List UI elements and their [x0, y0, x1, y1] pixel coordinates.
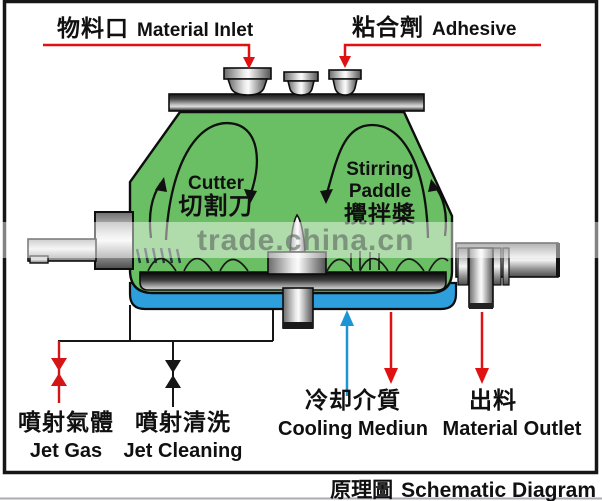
leader-cooling-inlet	[340, 310, 354, 396]
lower-shaft	[282, 287, 314, 329]
down-arrow-icon	[243, 57, 255, 69]
frame-border	[2, 0, 599, 475]
label-jet-gas-en: Jet Gas	[29, 440, 103, 462]
label-jet-cleaning-en: Jet Cleaning	[123, 440, 243, 462]
left-shaft-step	[29, 255, 49, 264]
adhesive-en: Adhesive	[432, 19, 517, 40]
flow-arrowheads	[155, 177, 440, 204]
label-jet-cleaning-zh: 噴射清洗	[135, 409, 231, 435]
label-cooling-medium-en: Cooling Mediun	[278, 418, 428, 440]
watermark-band	[0, 222, 602, 258]
label-stirring-paddle-en1: Stirring	[346, 159, 414, 180]
label-material-outlet-en: Material Outlet	[442, 418, 582, 440]
outlet-stub-cap	[469, 303, 493, 309]
lower-shaft-cap	[283, 322, 313, 329]
label-stirring-paddle-en2: Paddle	[348, 181, 412, 202]
left-bearing-block	[94, 211, 134, 270]
material-inlet-zh: 物料口	[57, 15, 129, 41]
label-material-inlet: 物料口 Material Inlet	[57, 15, 254, 41]
inlet-funnel-2	[283, 71, 319, 96]
top-plate	[168, 93, 425, 112]
diagram-title-en: Schematic Diagram	[401, 479, 596, 501]
flange-ring-1	[457, 247, 469, 286]
label-cooling-medium-zh: 冷却介質	[305, 387, 401, 413]
material-inlet-en: Material Inlet	[137, 20, 254, 41]
outlet-pipe-assembly	[455, 242, 560, 309]
bottom-plate	[139, 271, 447, 291]
label-adhesive: 粘合劑 Adhesive	[352, 14, 517, 40]
watermark-text: trade.china.cn	[197, 224, 415, 257]
diagram-title-zh: 原理圖	[330, 479, 394, 501]
diagram-title: 原理圖 Schematic Diagram	[330, 474, 596, 501]
jet-piping	[58, 305, 274, 407]
label-material-outlet-zh: 出料	[469, 387, 517, 413]
paddle-blades	[147, 251, 449, 272]
inlet-funnel-1	[223, 67, 272, 96]
flange-ring-3	[502, 247, 510, 286]
label-cutter-zh: 切割刀	[178, 193, 254, 220]
outlet-pipe-cap	[556, 243, 560, 277]
jet-gas-valve-icon	[51, 358, 67, 386]
down-arrow-icon	[475, 368, 489, 384]
leader-material-inlet	[43, 43, 255, 69]
label-stirring-paddle-zh: 攪拌槳	[344, 201, 416, 227]
machine-body	[128, 110, 454, 295]
down-arrow-icon	[339, 56, 351, 68]
outlet-stub	[468, 247, 494, 308]
label-cutter-en: Cutter	[188, 173, 244, 194]
label-jet-gas-zh: 噴射氣體	[18, 409, 114, 435]
agitator-hub	[267, 251, 327, 275]
down-arrow-icon	[384, 368, 398, 384]
inlet-funnel-3	[328, 69, 362, 96]
leader-material-outlet	[475, 312, 489, 384]
jet-cleaning-valve-icon	[165, 360, 181, 388]
up-arrow-icon	[340, 310, 354, 326]
leader-cooling-return	[384, 312, 398, 384]
adhesive-zh: 粘合劑	[352, 14, 424, 40]
leader-adhesive	[339, 43, 541, 68]
